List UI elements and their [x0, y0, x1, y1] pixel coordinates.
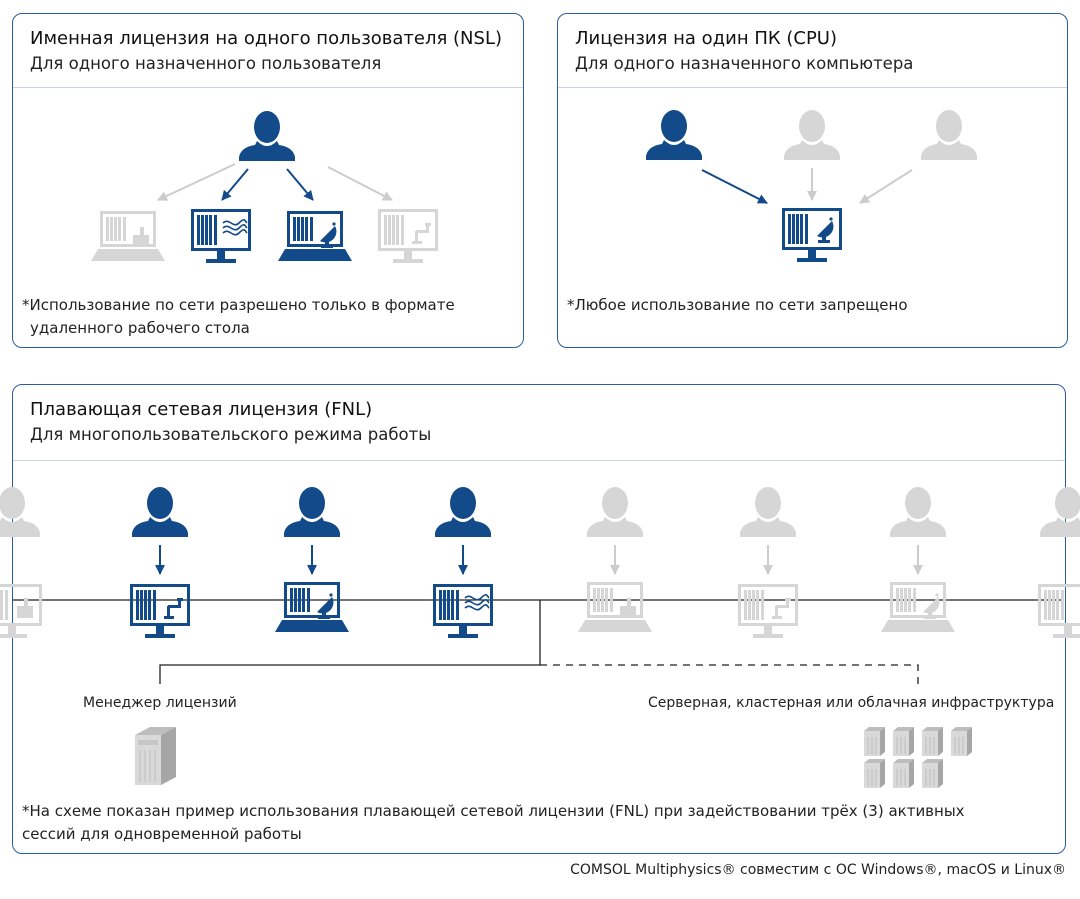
monitor-icon	[738, 584, 798, 638]
server-icon	[864, 759, 885, 788]
cpu-arrow-active	[701, 169, 768, 204]
nsl-arrow-active-1	[221, 168, 249, 201]
infrastructure-connector	[540, 664, 919, 684]
nsl-user-icon	[239, 111, 295, 161]
laptop-icon	[91, 211, 165, 261]
monitor-icon	[0, 584, 42, 638]
monitor-icon	[191, 209, 251, 263]
nsl-subtitle: Для одного назначенного пользователя	[30, 54, 382, 73]
fnl-title: Плавающая сетевая лицензия (FNL)	[30, 399, 373, 420]
cpu-user-icon	[646, 110, 702, 160]
cpu-user-icon-inactive	[921, 110, 977, 160]
laptop-icon	[881, 582, 955, 632]
fnl-user-icon-inactive	[740, 487, 796, 537]
license-manager-connector	[159, 600, 541, 684]
fnl-user-icon	[435, 487, 491, 537]
nsl-note-line1: *Использование по сети разрешено только …	[22, 296, 455, 314]
monitor-icon	[433, 584, 493, 638]
nsl-title: Именная лицензия на одного пользователя …	[30, 28, 502, 49]
fnl-subtitle: Для многопользовательского режима работы	[30, 425, 432, 444]
fnl-user-icon-inactive	[1040, 487, 1080, 537]
fnl-user-icon	[284, 487, 340, 537]
nsl-arrow-inactive-1	[157, 163, 236, 201]
nsl-arrow-active-2	[286, 168, 314, 201]
nsl-note: *Использование по сети разрешено только …	[22, 294, 455, 340]
nsl-arrow-inactive-2	[327, 166, 393, 201]
server-icon	[893, 727, 914, 756]
infrastructure-servers	[864, 727, 972, 788]
monitor-icon	[378, 209, 438, 263]
fnl-user-icon-inactive	[0, 487, 40, 537]
license-manager-label: Менеджер лицензий	[83, 695, 237, 711]
footer-text: COMSOL Multiphysics® совместим с ОС Wind…	[570, 862, 1066, 878]
server-icon	[135, 727, 176, 785]
monitor-icon	[130, 584, 190, 638]
fnl-note-line2: сессий для одновременной работы	[22, 825, 302, 843]
fnl-user-icon-inactive	[587, 487, 643, 537]
server-icon	[893, 759, 914, 788]
server-icon	[922, 727, 943, 756]
cpu-title: Лицензия на один ПК (CPU)	[575, 28, 837, 49]
laptop-icon	[275, 582, 349, 632]
nsl-header	[13, 14, 523, 88]
cpu-arrow-inactive-2	[859, 169, 913, 204]
infrastructure-label: Серверная, кластерная или облачная инфра…	[648, 695, 1055, 711]
server-icon	[951, 727, 972, 756]
monitor-icon	[782, 208, 842, 262]
nsl-note-line2: удаленного рабочего стола	[30, 319, 250, 337]
monitor-icon	[1038, 584, 1080, 638]
server-icon	[922, 759, 943, 788]
nsl-panel: Именная лицензия на одного пользователя …	[12, 13, 524, 348]
cpu-user-icon-inactive	[784, 110, 840, 160]
fnl-user-icon	[132, 487, 188, 537]
laptop-icon	[278, 211, 352, 261]
cpu-subtitle: Для одного назначенного компьютера	[575, 54, 914, 73]
cpu-header	[558, 14, 1067, 88]
laptop-icon	[578, 582, 652, 632]
cpu-note: *Любое использование по сети запрещено	[567, 296, 908, 314]
fnl-user-icon-inactive	[890, 487, 946, 537]
server-icon	[864, 727, 885, 756]
fnl-note: *На схеме показан пример использования п…	[22, 800, 965, 846]
fnl-note-line1: *На схеме показан пример использования п…	[22, 802, 965, 820]
fnl-header	[13, 385, 1065, 461]
